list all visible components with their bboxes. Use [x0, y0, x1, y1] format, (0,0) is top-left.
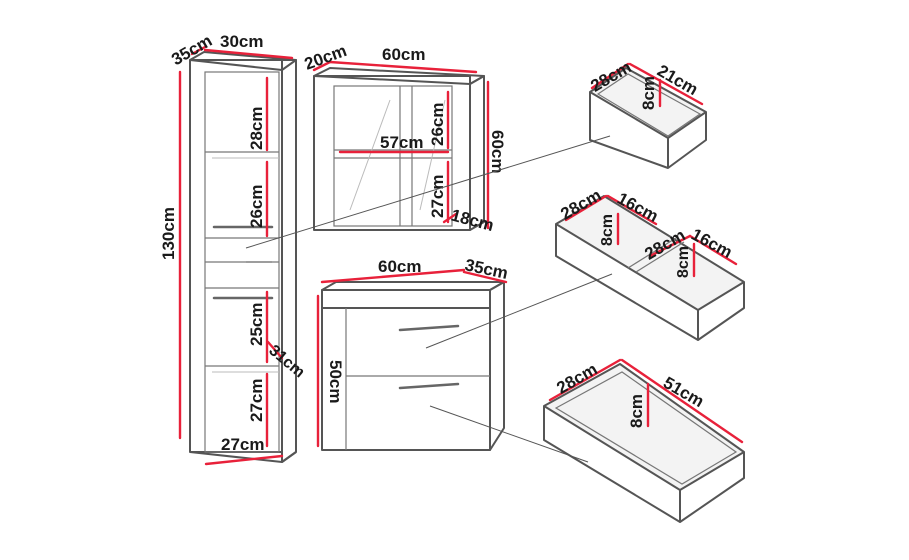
tall-width-bottom-label: 27cm — [221, 435, 264, 454]
vanity-height-label: 50cm — [326, 360, 345, 403]
tall-shelf-1-label: 28cm — [247, 107, 266, 150]
split-drawer: 28cm 16cm 8cm 28cm 16cm 8cm — [555, 185, 745, 341]
split-left-height-label: 8cm — [599, 214, 616, 246]
tall-width-top-label: 30cm — [220, 32, 263, 51]
leader-lines — [245, 135, 613, 463]
small-drawer-height-label: 8cm — [639, 76, 658, 110]
tall-inner-depth-label: 31cm — [265, 342, 307, 381]
wall-cabinet: 20cm 60cm 60cm 57cm 26cm 27cm 18cm — [302, 41, 507, 235]
wall-height-label: 60cm — [488, 130, 507, 173]
wall-inner-width-label: 57cm — [380, 133, 423, 152]
tall-depth-label: 35cm — [168, 31, 215, 69]
large-drawer: 28cm 51cm 8cm — [543, 358, 745, 523]
vanity-unit: 60cm 35cm 50cm — [316, 255, 510, 451]
tall-cabinet: 35cm 30cm 130cm 28cm 26cm 25cm 31cm 27cm… — [159, 31, 308, 466]
wall-shelf-lower-label: 27cm — [428, 175, 447, 218]
tall-height-label: 130cm — [159, 207, 178, 260]
wall-shelf-upper-label: 26cm — [428, 103, 447, 146]
tall-shelf-2-label: 26cm — [247, 185, 266, 228]
wall-width-label: 60cm — [382, 45, 425, 64]
tall-shelf-4-label: 27cm — [247, 379, 266, 422]
tall-shelf-3-label: 25cm — [247, 303, 266, 346]
vanity-depth-label: 35cm — [463, 255, 509, 283]
split-right-height-label: 8cm — [675, 246, 692, 278]
small-drawer: 28cm 21cm 8cm — [587, 57, 707, 169]
vanity-width-label: 60cm — [378, 257, 421, 276]
large-drawer-height-label: 8cm — [627, 394, 646, 428]
